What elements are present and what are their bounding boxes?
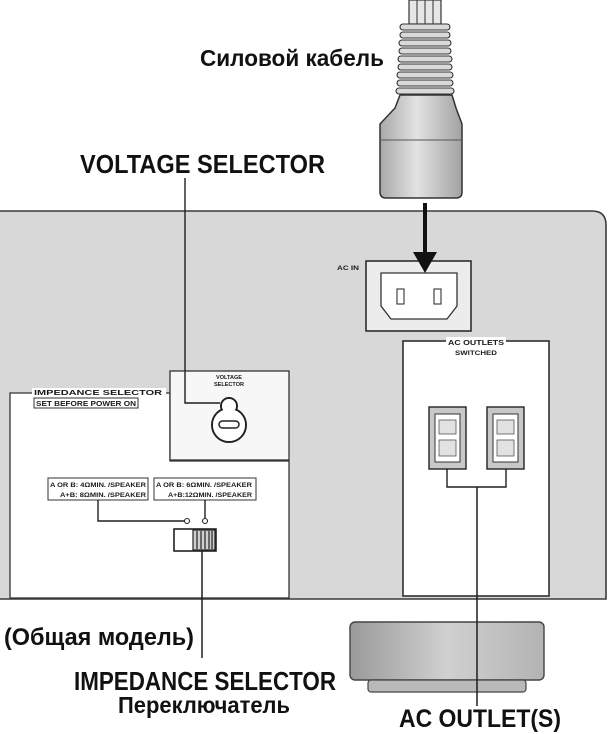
voltage-selector-leader [184, 178, 220, 404]
impedance-position-dot-left [183, 517, 191, 525]
strain-relief-ridge [395, 87, 455, 95]
strain-relief-ridge [399, 23, 451, 31]
impedance-position-dot-right [201, 517, 209, 525]
strain-relief-ridge [397, 63, 453, 71]
set-before-power-on-text: SET BEFORE POWER ON [36, 401, 136, 408]
foot-base [367, 679, 527, 693]
strain-relief-ridge [396, 71, 454, 79]
impedance-option-right-line2: A+B:12ΩMIN. /SPEAKER [168, 492, 253, 499]
impedance-option-left-line2: A+B: 8ΩMIN. /SPEAKER [60, 492, 147, 499]
impedance-selector-callout: IMPEDANCE SELECTOR [74, 666, 336, 696]
impedance-option-left-line1: A OR B: 4ΩMIN. /SPEAKER [50, 482, 147, 489]
ac-outlets-subtitle: SWITCHED [455, 350, 497, 357]
strain-relief-ridge [399, 31, 451, 39]
voltage-selector-label-line1: VOLTAGE [216, 375, 242, 381]
impedance-selector-section: IMPEDANCE SELECTOR SET BEFORE POWER ON A… [9, 388, 290, 599]
ac-in-socket: AC IN [337, 260, 472, 332]
ac-in-label: AC IN [337, 265, 359, 272]
knob-fill-tab [222, 399, 236, 413]
foot-body [349, 621, 545, 681]
strain-relief-ridge [398, 39, 452, 47]
impedance-option-right-line1: A OR B: 6ΩMIN. /SPEAKER [156, 482, 253, 489]
impedance-slide-switch [173, 528, 217, 552]
ac-in-pin-left [396, 288, 405, 305]
ac-outlet-right-slot-top [496, 419, 515, 435]
ac-outlet-right-slot-bottom [496, 439, 515, 457]
ac-outlet-right [486, 406, 525, 470]
strain-relief-ridge [398, 47, 452, 55]
power-cable-callout: Силовой кабель [200, 45, 384, 71]
ac-outlets-label-bg [446, 337, 506, 346]
impedance-title-bg [32, 388, 166, 397]
ac-outlet-left [428, 406, 467, 470]
voltage-selector-label-line2: SELECTOR [214, 382, 244, 388]
model-note-callout: (Общая модель) [4, 624, 194, 651]
impedance-selector-ru-callout: Переключатель [118, 692, 290, 718]
insert-arrow-head [413, 252, 437, 273]
ac-outlet-left-slot-top [438, 419, 457, 435]
voltage-selector-knob [211, 397, 247, 443]
strain-relief-ridge [396, 79, 454, 87]
impedance-option-left: A OR B: 4ΩMIN. /SPEAKER A+B: 8ΩMIN. /SPE… [47, 477, 149, 501]
plug-body [379, 94, 463, 199]
ac-in-face [380, 272, 458, 320]
power-cable-plug [379, 0, 463, 199]
voltage-selector-section: VOLTAGE SELECTOR [169, 370, 290, 461]
impedance-option-left-leader [97, 500, 184, 522]
voltage-selector-callout: VOLTAGE SELECTOR [80, 149, 325, 179]
impedance-selector-title: IMPEDANCE SELECTOR [34, 388, 163, 397]
knob-slot [218, 420, 240, 429]
chassis-foot [349, 621, 545, 693]
ac-outlets-frame [402, 340, 550, 597]
ac-outlets-callout: AC OUTLET(S) [399, 705, 561, 733]
impedance-option-right: A OR B: 6ΩMIN. /SPEAKER A+B:12ΩMIN. /SPE… [153, 477, 257, 501]
strain-relief-ridge [397, 55, 453, 63]
ac-outlets-title: AC OUTLETS [448, 340, 504, 347]
set-before-power-on-box [33, 397, 139, 409]
ac-outlets-section: AC OUTLETS SWITCHED [402, 337, 550, 597]
ac-outlet-left-slot-bottom [438, 439, 457, 457]
ac-in-pin-right [433, 288, 442, 305]
